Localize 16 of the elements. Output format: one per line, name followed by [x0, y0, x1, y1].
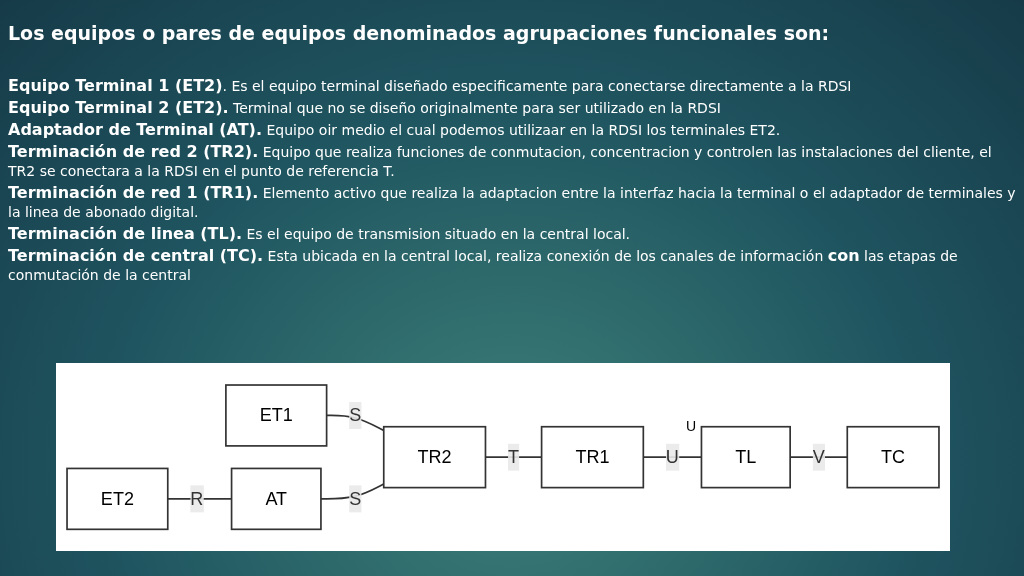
definition-text: Terminación de red 1 (TR1). Elemento activo que realiza la adaptacion entre la interfaz hacia la terminal o el adaptador de terminales y la linea de abonado digital. [8, 183, 1017, 222]
equipment-box: AT [230, 467, 322, 530]
equipment-box: TL [700, 425, 791, 489]
definition-text: Equipo Terminal 2 (ET2). Terminal que no se diseño originalmente para ser utilizado en la RDSI [8, 98, 722, 118]
definition-text: Terminación de central (TC). Esta ubicada en la central local, realiza conexión de los canales de información con las etapas de conmutación de la central [8, 246, 959, 285]
equipment-box: TR1 [540, 425, 645, 489]
equipment-box: ET2 [66, 467, 169, 530]
definition-text: Terminación de red 2 (TR2). Equipo que realiza funciones de conmutacion, concentracion y controlen las instalaciones del cliente, el TR2 se conectara a la RDSI en el punto de referencia T. [8, 142, 993, 181]
definition-text: Terminación de linea (TL). Es el equipo de transmision situado en la central local. [8, 224, 632, 244]
definition-text: Equipo Terminal 1 (ET2). Es el equipo terminal diseñado especificamente para conectarse directamente a la RDSI [8, 76, 853, 96]
reference-point-label: U [686, 418, 697, 434]
equipment-box: ET1 [225, 384, 328, 447]
slide-title: Los equipos o pares de equipos denominados agrupaciones funcionales son: [8, 22, 830, 44]
equipment-box: TR2 [382, 425, 487, 489]
equipment-box: TC [846, 425, 940, 489]
definition-text: Adaptador de Terminal (AT). Equipo oir medio el cual podemos utilizaar en la RDSI los terminales ET2. [8, 120, 782, 140]
